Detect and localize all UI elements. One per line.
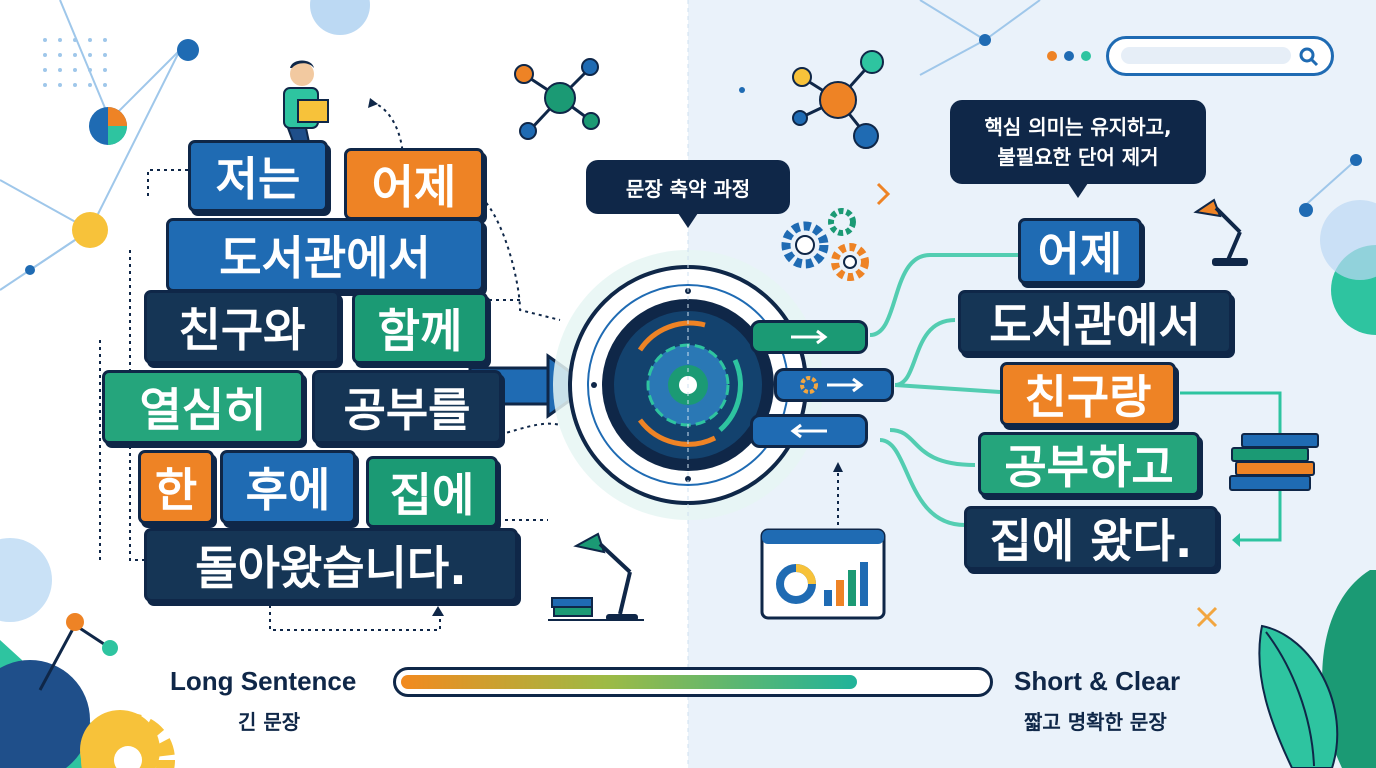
word-block: 집에: [366, 456, 498, 528]
word-block: 어제: [344, 148, 484, 220]
pipeline-pill: [750, 320, 868, 354]
word-block: 돌아왔습니다.: [144, 528, 518, 602]
short-clear-label-ko: 짧고 명확한 문장: [1024, 710, 1167, 734]
reading-person-icon: [283, 60, 329, 170]
arrow-right-icon: [791, 329, 828, 345]
leaf-icon: [1258, 570, 1376, 768]
word-block: 도서관에서: [958, 290, 1232, 354]
bar-chart-icon: [760, 528, 886, 620]
pipeline-pill: [774, 368, 894, 402]
process-bubble: 문장 축약 과정: [586, 160, 790, 228]
word-block: 함께: [352, 292, 488, 364]
desk-lamp-icon: [548, 532, 644, 621]
long-sentence-label-ko: 긴 문장: [238, 710, 301, 734]
meaning-bubble-line: 불필요한 단어 제거: [997, 145, 1159, 169]
gear-arrow-icon: [800, 376, 864, 394]
meaning-bubble-line: 핵심 의미는 유지하고,: [984, 115, 1172, 139]
word-block: 어제: [1018, 218, 1142, 284]
word-block: 친구와: [144, 290, 340, 364]
meaning-bubble: 핵심 의미는 유지하고, 불필요한 단어 제거: [950, 100, 1206, 198]
search-bar[interactable]: [1106, 36, 1334, 76]
word-block: 도서관에서: [166, 218, 484, 292]
word-block: 공부를: [312, 370, 502, 444]
arrow-left-icon: [790, 423, 827, 439]
gear-icon: [81, 713, 175, 768]
word-block: 집에 왔다.: [964, 506, 1218, 570]
word-block: 후에: [220, 450, 356, 524]
word-block: 저는: [188, 140, 328, 212]
progress-fill: [401, 675, 857, 689]
search-icon[interactable]: [1299, 47, 1319, 67]
short-clear-label: Short & Clear: [1014, 666, 1181, 696]
desk-lamp-icon: [1193, 198, 1248, 266]
book-stack-icon: [1229, 433, 1319, 491]
process-bubble-text: 문장 축약 과정: [625, 176, 751, 201]
molecule-icon: [514, 58, 600, 140]
length-progress-bar: [393, 667, 993, 697]
long-sentence-label: Long Sentence: [170, 666, 357, 696]
pipeline-pill: [750, 414, 868, 448]
word-block: 공부하고: [978, 432, 1200, 496]
search-input[interactable]: [1121, 47, 1291, 64]
word-block: 한: [138, 450, 214, 524]
word-block: 친구랑: [1000, 362, 1176, 426]
word-block: 열심히: [102, 370, 304, 444]
pie-chart-icon: [89, 107, 127, 145]
